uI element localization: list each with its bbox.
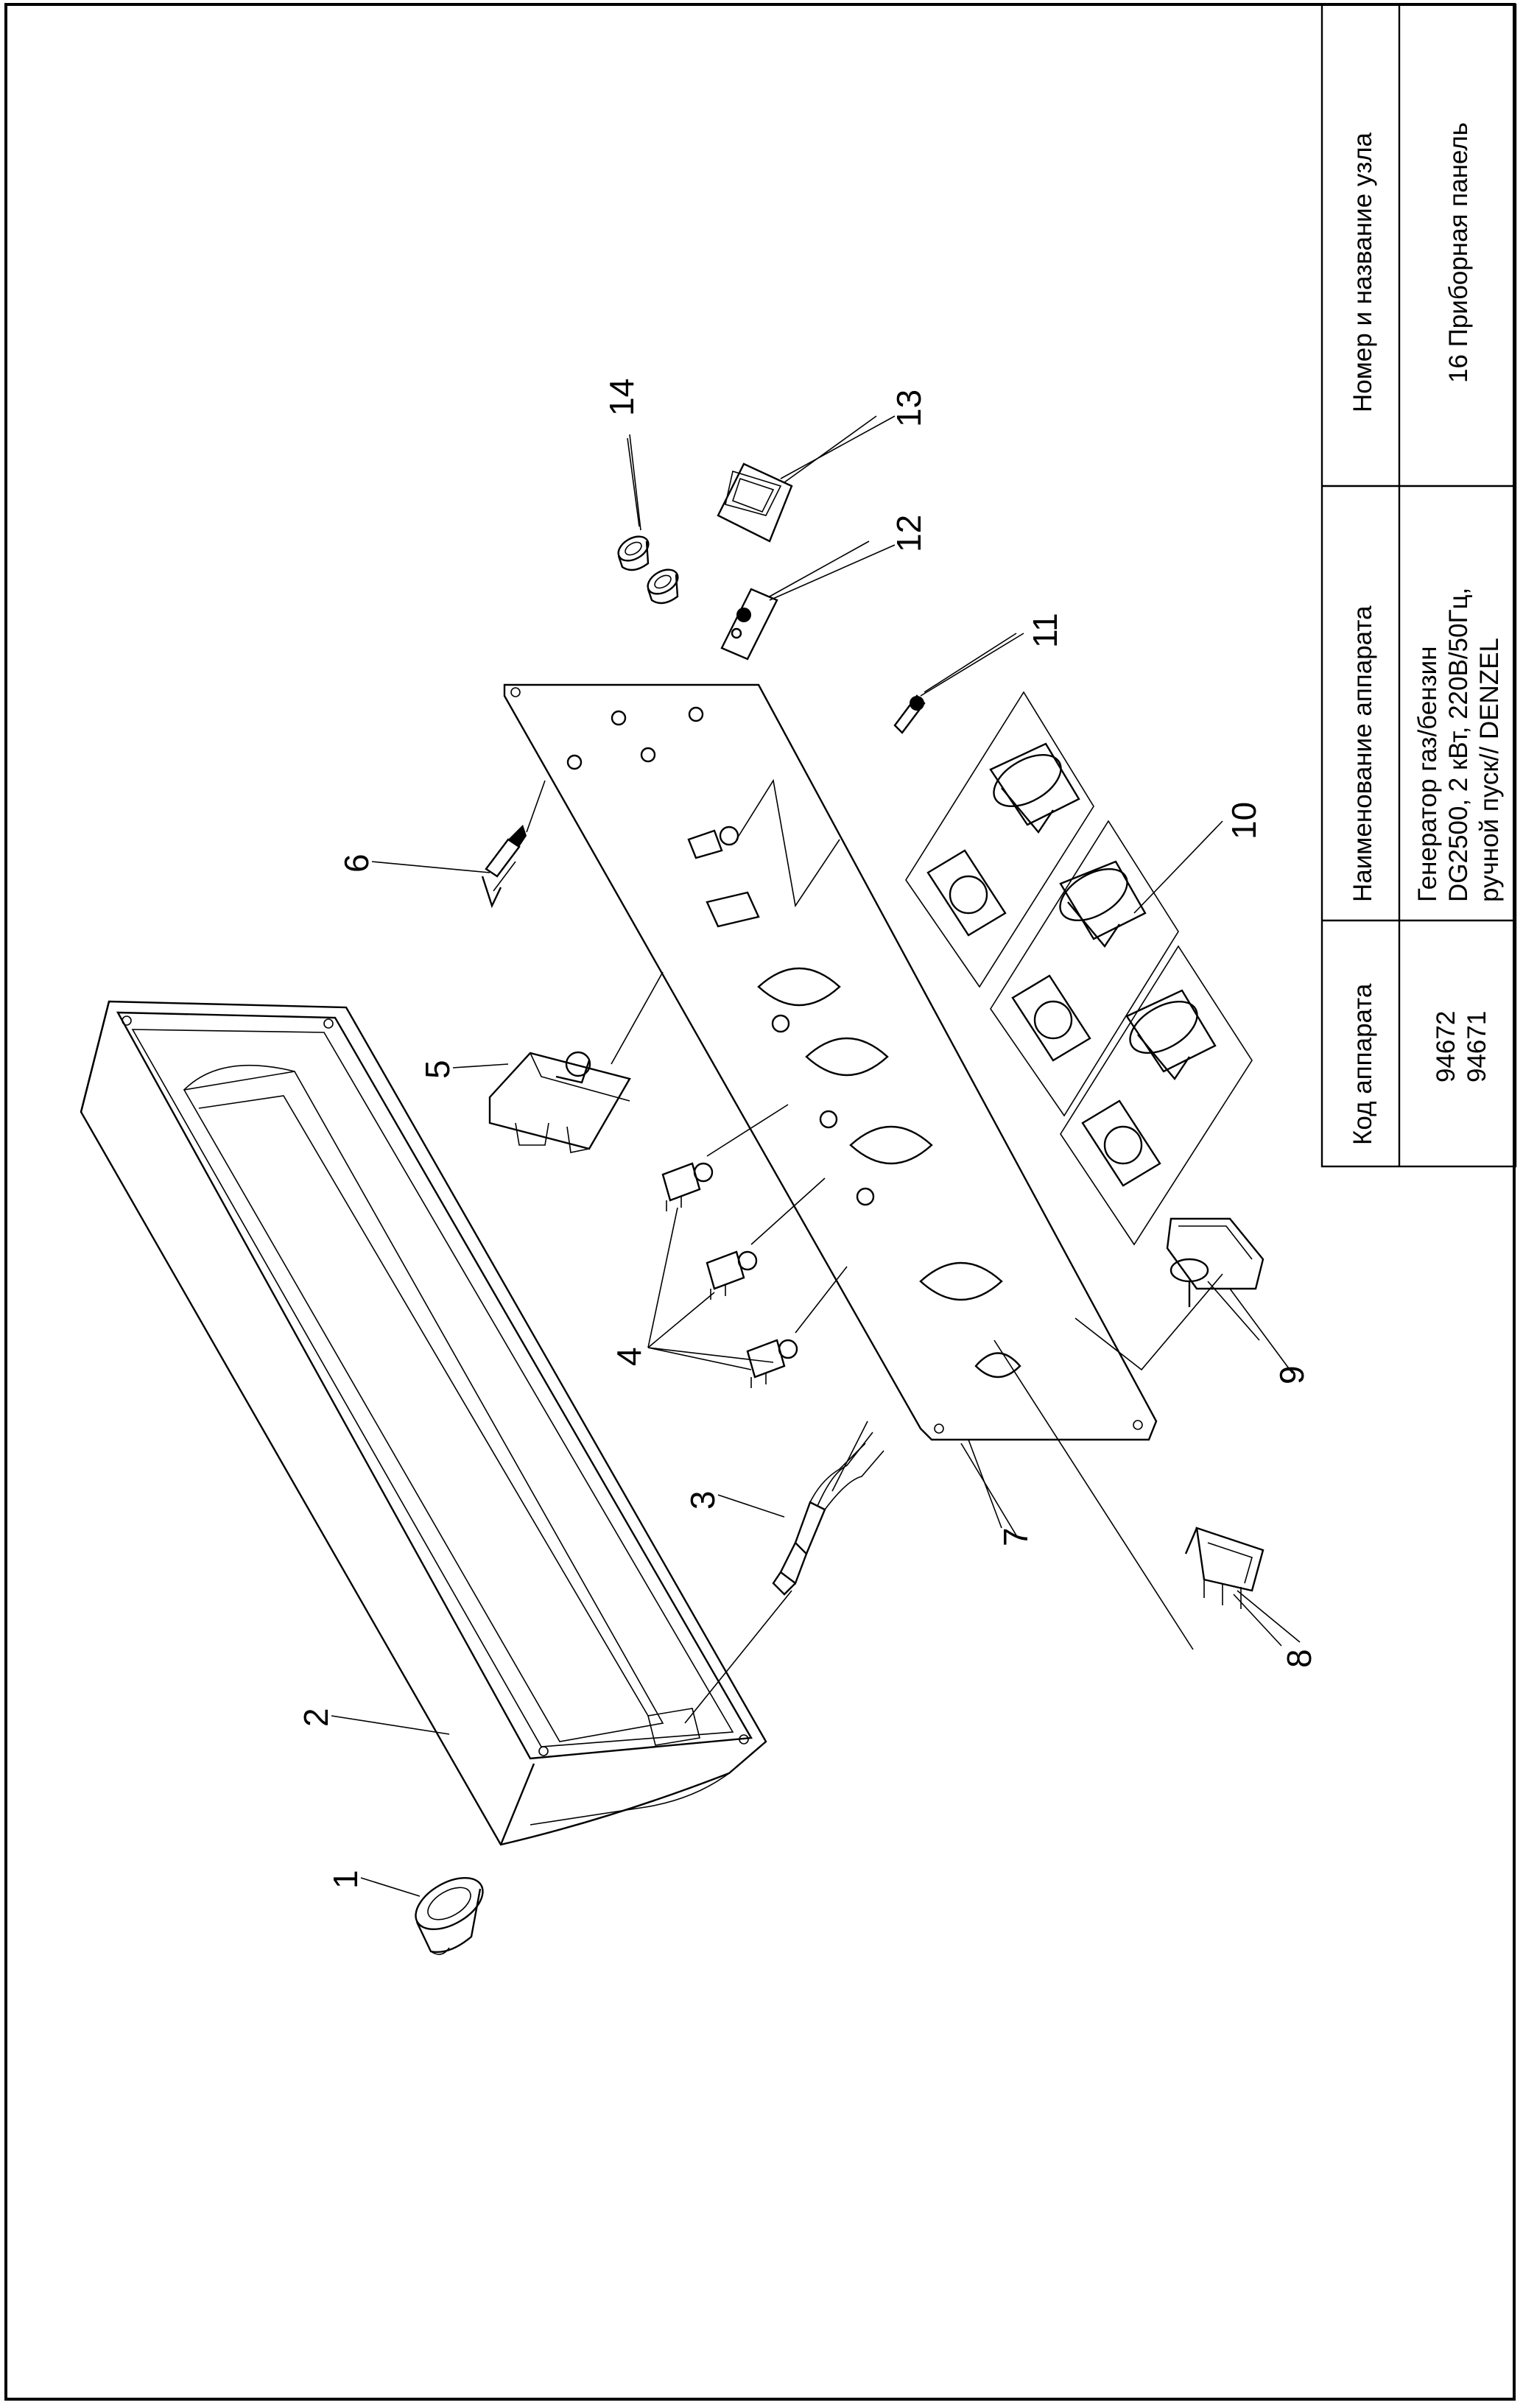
name-line-2: DG2500, 2 кВт, 220В/50Гц, — [1444, 588, 1473, 902]
part-switches — [647, 1104, 848, 1388]
col-unit-header: Номер и название узла — [1348, 133, 1377, 412]
callout-11: 11 — [1026, 613, 1064, 648]
callout-3: 3 — [683, 1490, 722, 1510]
title-block: Код аппарата Наименование аппарата Номер… — [1320, 3, 1517, 1168]
callout-12: 12 — [890, 515, 928, 552]
part-fuse-holder — [481, 780, 546, 909]
part-wire-harness — [684, 1420, 884, 1724]
callout-14: 14 — [602, 379, 641, 416]
callout-10: 10 — [1225, 802, 1263, 839]
part-grommet — [415, 1876, 484, 1955]
unit-name: 16 Приборная панель — [1444, 122, 1473, 383]
callout-5: 5 — [418, 1060, 457, 1079]
callout-2: 2 — [297, 1708, 335, 1727]
name-line-1: Генератор газ/бензин — [1413, 646, 1442, 902]
part-breaker — [488, 971, 664, 1153]
part-indicator-lamp — [893, 633, 1017, 734]
part-hour-counter — [717, 415, 877, 543]
drawing-frame — [4, 3, 1516, 2401]
col-code-header: Код аппарата — [1348, 983, 1377, 1145]
callout-7: 7 — [996, 1527, 1035, 1546]
callout-1: 1 — [326, 1870, 365, 1889]
leader-lines — [331, 415, 1301, 1897]
part-cable-glands — [617, 434, 679, 605]
part-bracket — [720, 541, 870, 661]
part-front-panel — [503, 683, 1194, 1650]
code-1: 94672 — [1432, 1011, 1460, 1082]
callout-numbers: 1 2 3 4 5 6 7 8 9 10 11 12 13 14 — [297, 379, 1318, 1889]
part-socket-group-2 — [990, 820, 1179, 1117]
callout-8: 8 — [1280, 1649, 1318, 1668]
part-rocker-switch — [1184, 1527, 1282, 1647]
part-housing-tray — [80, 1000, 767, 1846]
code-2: 94671 — [1463, 1011, 1491, 1082]
name-line-3: ручной пуск// DENZEL — [1475, 638, 1504, 902]
part-socket-group-3 — [1060, 945, 1253, 1246]
part-meter — [1074, 1217, 1265, 1371]
callout-4: 4 — [610, 1347, 648, 1366]
col-name-header: Наименование аппарата — [1348, 605, 1377, 902]
part-socket-group-1 — [736, 691, 1094, 988]
callout-9: 9 — [1273, 1365, 1311, 1384]
callout-13: 13 — [890, 390, 928, 427]
callout-6: 6 — [337, 853, 376, 873]
